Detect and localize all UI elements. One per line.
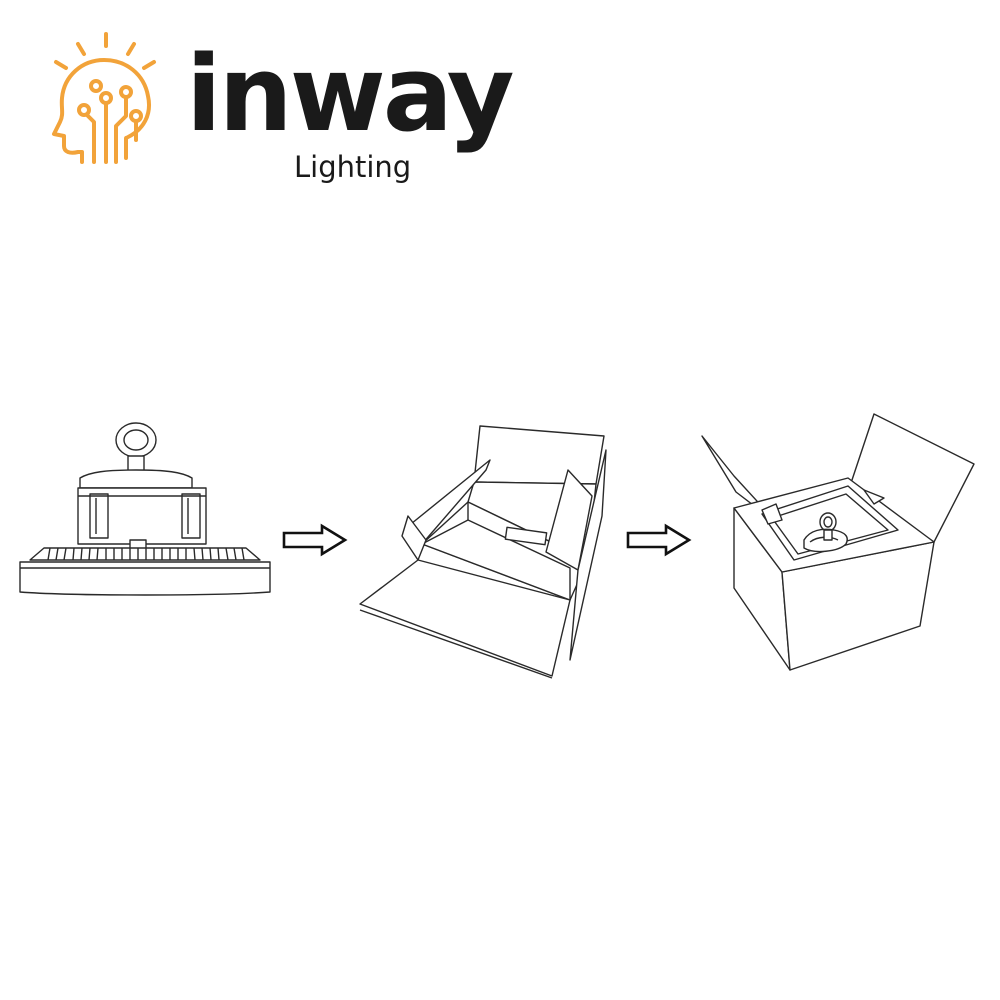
ufo-high-bay-lamp-icon: [19, 422, 271, 596]
brand-tagline: Lighting: [294, 150, 412, 184]
brand-logo: inway Lighting: [48, 30, 515, 200]
right-arrow-icon: [626, 523, 692, 557]
packing-diagram: [0, 400, 1000, 690]
open-empty-box-icon: [359, 425, 607, 679]
brand-name: inway: [186, 33, 515, 155]
head-circuit-lightbulb-icon: [52, 32, 156, 164]
packed-box-with-lamp-icon: [701, 413, 975, 671]
right-arrow-icon: [282, 523, 348, 557]
